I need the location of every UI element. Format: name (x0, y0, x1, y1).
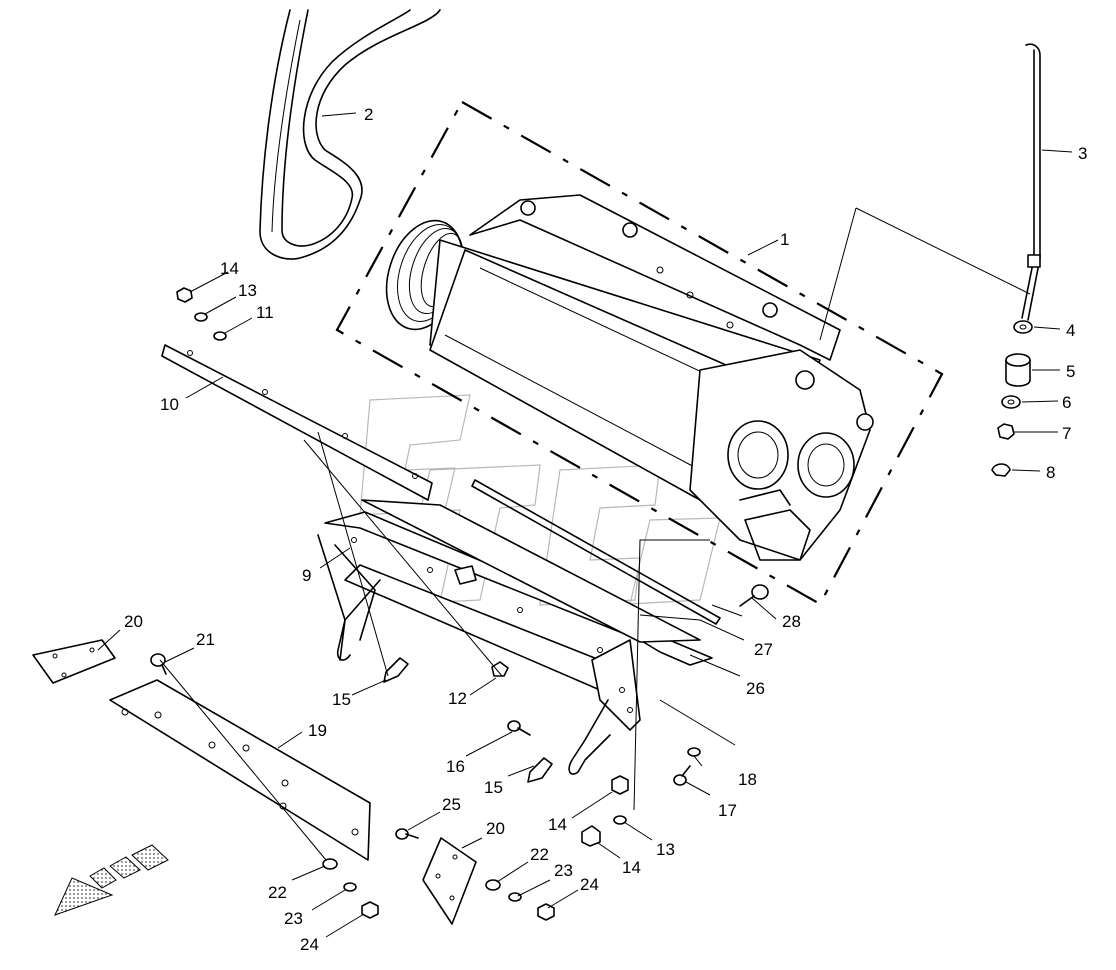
clip-15-right (527, 757, 553, 783)
guard-frame (317, 499, 713, 775)
callout-28: 28 (782, 612, 801, 631)
callout-8: 8 (1046, 463, 1055, 482)
rod (1021, 43, 1041, 321)
callout-labels: 1 2 3 4 5 6 7 8 9 10 11 12 13 13 14 14 1… (124, 105, 1087, 954)
callout-3: 3 (1078, 144, 1087, 163)
washer-4 (1013, 320, 1033, 334)
washer-11 (213, 331, 227, 341)
callout-1: 1 (780, 230, 789, 249)
callout-15-left: 15 (332, 690, 351, 709)
washer-23-right (508, 892, 522, 902)
callout-13-right: 13 (656, 840, 675, 859)
callout-13-top: 13 (238, 281, 257, 300)
clip-15-left (383, 657, 409, 683)
callout-27: 27 (754, 640, 773, 659)
nut-7 (997, 423, 1015, 440)
callout-23-left: 23 (284, 909, 303, 928)
washer-13-right (613, 815, 627, 825)
bolt-16 (507, 720, 531, 736)
callout-25: 25 (442, 795, 461, 814)
callout-26: 26 (746, 679, 765, 698)
callout-22-right: 22 (530, 845, 549, 864)
callout-16: 16 (446, 757, 465, 776)
nut-14-top (176, 287, 193, 303)
callout-23-right: 23 (554, 861, 573, 880)
strip-10 (161, 344, 433, 501)
bolt-21 (150, 653, 167, 675)
callout-9: 9 (302, 566, 311, 585)
callout-14-right: 14 (548, 815, 567, 834)
direction-arrow-icon (54, 844, 169, 916)
bolt-28 (739, 584, 769, 607)
washer-13-top (194, 312, 208, 322)
leader-lines (97, 112, 1073, 938)
nut-14-bottom (581, 825, 601, 847)
callout-10: 10 (160, 395, 179, 414)
bolt-25 (395, 828, 419, 840)
washer-23-left (343, 882, 357, 892)
callout-20-left: 20 (124, 612, 143, 631)
washer-18 (687, 747, 701, 757)
blade-27 (471, 479, 721, 625)
callout-7: 7 (1062, 424, 1071, 443)
callout-19: 19 (308, 721, 327, 740)
callout-15-right: 15 (484, 778, 503, 797)
clip-8 (991, 463, 1011, 477)
nut-14-right (611, 775, 629, 795)
callout-4: 4 (1066, 321, 1075, 340)
plate-19 (109, 679, 371, 861)
belt (259, 9, 441, 260)
plate-20-left (32, 639, 116, 684)
callout-12: 12 (448, 689, 467, 708)
nut-24-left (361, 901, 379, 919)
callout-5: 5 (1066, 362, 1075, 381)
rotor-assembly (385, 194, 874, 561)
callout-6: 6 (1062, 393, 1071, 412)
bolt-17 (673, 765, 691, 786)
callout-17: 17 (718, 801, 737, 820)
assembly-outline (335, 100, 944, 606)
callout-21: 21 (196, 630, 215, 649)
callout-14-top: 14 (220, 259, 239, 278)
callout-24-left: 24 (300, 935, 319, 954)
washer-22-left (322, 858, 338, 870)
callout-18: 18 (738, 770, 757, 789)
washer-22-right (485, 879, 501, 891)
callout-11: 11 (256, 303, 274, 322)
bushing-5 (1005, 353, 1031, 387)
callout-20-right: 20 (486, 819, 505, 838)
plate-20-right (422, 837, 477, 925)
washer-6 (1001, 395, 1021, 409)
callout-14-bottom: 14 (622, 858, 641, 877)
callout-2: 2 (364, 105, 373, 124)
bolt-12 (491, 661, 509, 677)
nut-24-right (537, 903, 555, 921)
callout-22-left: 22 (268, 883, 287, 902)
callout-24-right: 24 (580, 875, 599, 894)
